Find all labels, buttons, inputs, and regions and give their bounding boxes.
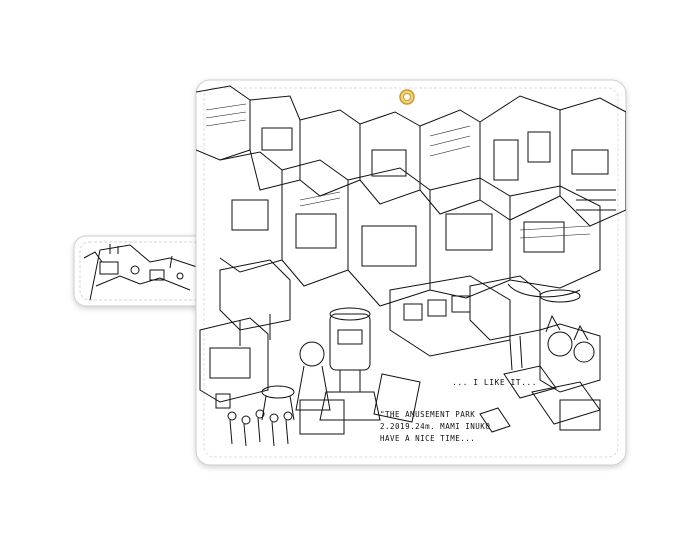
strap-tab [73,235,215,307]
case-body [195,79,627,466]
caption-line-3: HAVE A NICE TIME... [380,434,476,443]
strap-grommet [399,89,415,105]
caption-line-2: 2.2019.24m. MAMI INUKO [380,422,491,431]
caption-line-1: "THE AMUSEMENT PARK [380,410,476,419]
amusement-park-drawing [196,85,626,447]
caption-like: ... I LIKE IT... [452,378,538,387]
